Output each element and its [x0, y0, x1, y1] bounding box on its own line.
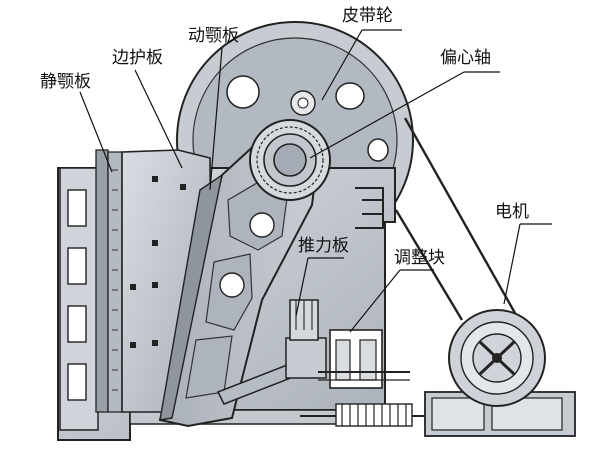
tension-spring	[300, 403, 432, 427]
leader-pulley	[321, 29, 402, 101]
label-side-guard: 边护板	[112, 48, 163, 68]
label-adjust-block: 调整块	[394, 248, 445, 268]
leader-lines	[79, 29, 552, 333]
toggle-plate-linkage	[216, 299, 327, 405]
frame-slot	[67, 189, 87, 227]
leader-movable-jaw	[209, 47, 223, 191]
frame-slot	[67, 247, 87, 285]
pulley-hole	[367, 138, 389, 162]
label-motor: 电机	[495, 202, 529, 222]
leader-toggle-plate	[295, 257, 344, 317]
pulley-hole	[226, 75, 260, 109]
frame-slot	[67, 305, 87, 343]
label-eccentric-shaft: 偏心轴	[440, 48, 491, 68]
label-pulley: 皮带轮	[342, 6, 393, 26]
adjust-block-assembly	[318, 329, 410, 389]
label-toggle-plate: 推力板	[298, 236, 349, 256]
label-fixed-jaw: 静颚板	[40, 72, 91, 92]
movable-jaw	[158, 138, 322, 428]
electric-motor	[424, 309, 576, 437]
leader-motor	[503, 223, 552, 305]
eccentric-shaft	[249, 119, 331, 201]
leader-eccentric-shaft	[309, 71, 500, 159]
frame-slot	[67, 363, 87, 401]
leader-fixed-jaw	[79, 91, 113, 173]
pulley-hole	[335, 82, 365, 110]
leader-adjust-block	[349, 269, 434, 333]
leader-side-guard	[134, 69, 183, 169]
label-movable-jaw: 动颚板	[188, 26, 239, 46]
drive-belt	[394, 117, 522, 323]
